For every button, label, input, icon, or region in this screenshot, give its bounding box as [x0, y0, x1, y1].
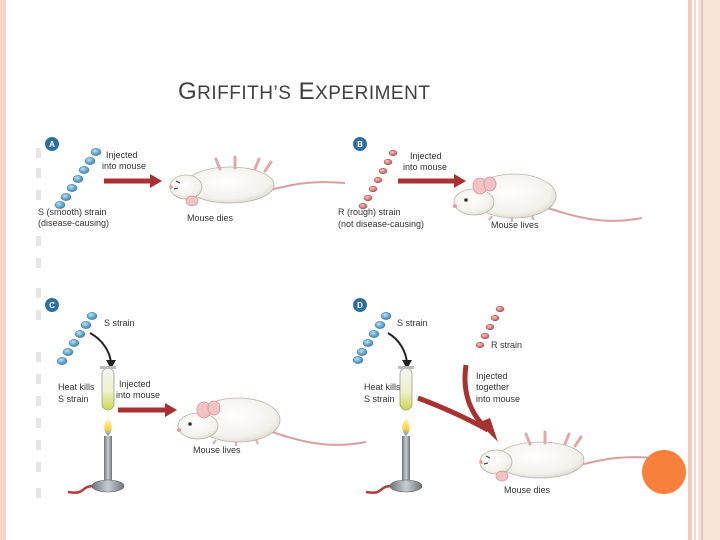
mouse-live-b — [453, 174, 642, 222]
result-label-a: Mouse dies — [187, 213, 234, 223]
burner-stem — [104, 436, 112, 481]
transfer-arrow — [388, 333, 407, 363]
r-strain-chain — [359, 150, 397, 209]
gas-hose — [366, 486, 390, 493]
panel-badge-b-label: B — [357, 140, 363, 149]
burner-base — [92, 480, 124, 492]
injection-arrowhead — [165, 403, 177, 417]
injected-label-a-1: Injected — [106, 150, 138, 160]
burner-base — [390, 480, 422, 492]
result-label-d: Mouse dies — [504, 485, 551, 495]
strain-label-c: S strain — [104, 318, 135, 328]
test-tube — [102, 368, 114, 410]
panel-b: B Injected into mouse R (rough) strain (… — [338, 137, 642, 230]
injection-arrowhead — [150, 174, 162, 188]
injected-label-a-2: into mouse — [102, 161, 146, 171]
injected-label-d-1: Injected — [476, 371, 508, 381]
heat-label-d-1: Heat kills — [364, 382, 401, 392]
panel-c: C S strain Heat kills S strain Injected … — [45, 298, 366, 493]
right-border-stripe — [694, 0, 696, 540]
panel-badge-d-label: D — [357, 301, 363, 310]
result-label-c: Mouse lives — [193, 445, 241, 455]
right-border-stripe — [701, 0, 703, 540]
s-strain-label-d: S strain — [397, 318, 428, 328]
test-tube-rim — [100, 366, 116, 369]
injected-label-d-2: together — [476, 382, 509, 392]
transfer-arrow — [90, 333, 111, 363]
s-strain-chain — [57, 312, 97, 364]
heat-label-c-2: S strain — [58, 394, 89, 404]
r-strain-label-d: R strain — [491, 340, 522, 350]
merge-arrowhead — [480, 418, 498, 442]
gas-hose — [68, 486, 92, 493]
injected-label-d-3: into mouse — [476, 394, 520, 404]
test-tube-rim — [398, 366, 414, 369]
s-strain-chain — [353, 312, 391, 363]
flame — [402, 418, 410, 436]
heat-label-c-1: Heat kills — [58, 382, 95, 392]
left-tick-marks — [36, 148, 41, 498]
panel-badge-a-label: A — [49, 140, 55, 149]
injected-label-c-2: into mouse — [116, 390, 160, 400]
heat-label-d-2: S strain — [364, 394, 395, 404]
panel-d: D S strain R strain Heat kills S strain — [353, 298, 655, 495]
burner-stem — [402, 436, 410, 481]
test-tube — [400, 368, 412, 410]
mouse-live-c — [177, 398, 366, 446]
flame — [104, 418, 112, 436]
strain-label-b-1: R (rough) strain — [338, 207, 401, 217]
decorative-orange-circle — [642, 450, 686, 494]
strain-label-a-1: S (smooth) strain — [38, 207, 107, 217]
mouse-dead-d — [479, 432, 655, 481]
result-label-b: Mouse lives — [491, 220, 539, 230]
mouse-dead-a — [169, 157, 345, 206]
injected-label-b-2: into mouse — [403, 162, 447, 172]
panel-badge-c-label: C — [49, 301, 55, 310]
injected-label-c-1: Injected — [119, 379, 151, 389]
s-strain-chain — [55, 148, 101, 208]
injected-label-b-1: Injected — [410, 151, 442, 161]
right-border-stripe — [688, 0, 692, 540]
panel-a: A Injected into mouse S (smooth) strain … — [38, 137, 345, 228]
strain-label-a-2: (disease-causing) — [38, 218, 109, 228]
injection-arrowhead — [454, 174, 466, 188]
strain-label-b-2: (not disease-causing) — [338, 219, 424, 229]
